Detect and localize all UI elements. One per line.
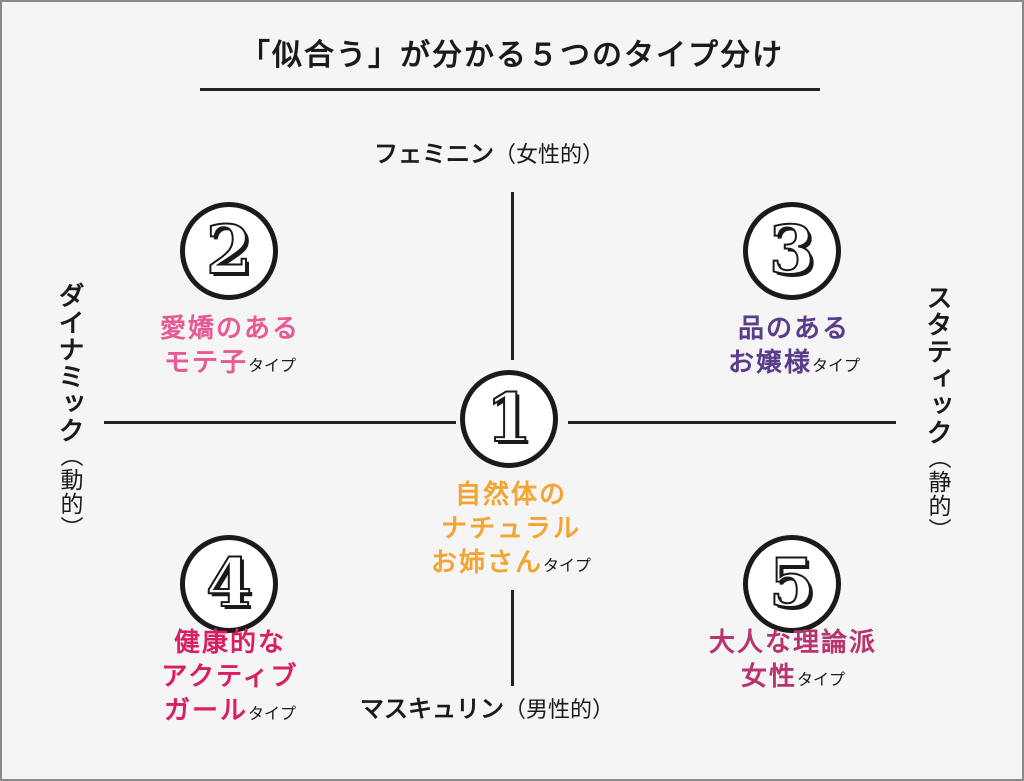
type-4-line-2: アクティブ bbox=[161, 662, 299, 692]
type-4-suffix: タイプ bbox=[248, 704, 297, 723]
type-5-line-1: 大人な理論派 bbox=[708, 628, 877, 658]
axis-label-masculine-main: マスキュリン bbox=[360, 695, 504, 723]
horizontal-axis-right bbox=[568, 421, 896, 424]
type-4-line-3: ガール bbox=[163, 696, 248, 726]
axis-label-dynamic-main: ダイナミック bbox=[54, 282, 84, 444]
type-2-line-2: モテ子 bbox=[163, 348, 248, 378]
type-2-badge: 2 bbox=[180, 202, 278, 300]
axis-label-masculine-paren: （男性的） bbox=[504, 698, 615, 723]
axis-label-static-paren: （静的） bbox=[924, 446, 950, 542]
type-2-number: 2 bbox=[205, 210, 253, 290]
type-4-line-1: 健康的な bbox=[173, 628, 286, 658]
type-4-label: 健康的な アクティブ ガールタイプ bbox=[130, 626, 330, 731]
type-1-line-1: 自然体の bbox=[454, 480, 567, 510]
diagram-title: 「似合う」が分かる５つのタイプ分け bbox=[240, 38, 784, 73]
type-1-badge: 1 bbox=[460, 370, 558, 468]
type-2-label: 愛嬌のある モテ子タイプ bbox=[130, 312, 330, 383]
type-3-number: 3 bbox=[768, 210, 816, 290]
axis-label-feminine-paren: （女性的） bbox=[494, 143, 605, 168]
horizontal-axis-left bbox=[104, 421, 456, 424]
type-5-suffix: タイプ bbox=[797, 670, 846, 689]
type-2-suffix: タイプ bbox=[248, 356, 297, 375]
type-5-badge: 5 bbox=[743, 535, 841, 633]
axis-label-masculine: マスキュリン（男性的） bbox=[360, 694, 614, 726]
type-1-line-2: ナチュラル bbox=[440, 514, 581, 544]
type-3-label: 品のある お嬢様タイプ bbox=[694, 312, 894, 383]
type-5-label: 大人な理論派 女性タイプ bbox=[682, 626, 904, 697]
type-2-line-1: 愛嬌のある bbox=[159, 314, 300, 344]
type-3-line-1: 品のある bbox=[737, 314, 850, 344]
axis-label-feminine: フェミニン（女性的） bbox=[374, 139, 604, 171]
vertical-axis-top bbox=[511, 192, 514, 360]
vertical-axis-bottom bbox=[511, 590, 514, 686]
axis-label-dynamic: ダイナミック（動的） bbox=[54, 282, 84, 540]
axis-label-static-main: スタティック bbox=[922, 284, 952, 446]
type-3-line-2: お嬢様 bbox=[727, 348, 812, 378]
type-4-number: 4 bbox=[205, 543, 253, 623]
axis-label-feminine-main: フェミニン bbox=[374, 140, 494, 168]
type-5-number: 5 bbox=[768, 543, 816, 623]
type-1-label: 自然体の ナチュラル お姉さんタイプ bbox=[400, 478, 622, 583]
type-1-line-3: お姉さん bbox=[430, 548, 543, 578]
axis-label-static: スタティック（静的） bbox=[922, 284, 952, 542]
type-1-suffix: タイプ bbox=[543, 556, 592, 575]
type-1-number: 1 bbox=[485, 378, 533, 458]
type-3-suffix: タイプ bbox=[812, 356, 861, 375]
axis-label-dynamic-paren: （動的） bbox=[56, 444, 82, 540]
title-underline bbox=[200, 88, 820, 91]
type-5-line-2: 女性 bbox=[740, 662, 797, 692]
type-3-badge: 3 bbox=[743, 202, 841, 300]
type-4-badge: 4 bbox=[180, 535, 278, 633]
